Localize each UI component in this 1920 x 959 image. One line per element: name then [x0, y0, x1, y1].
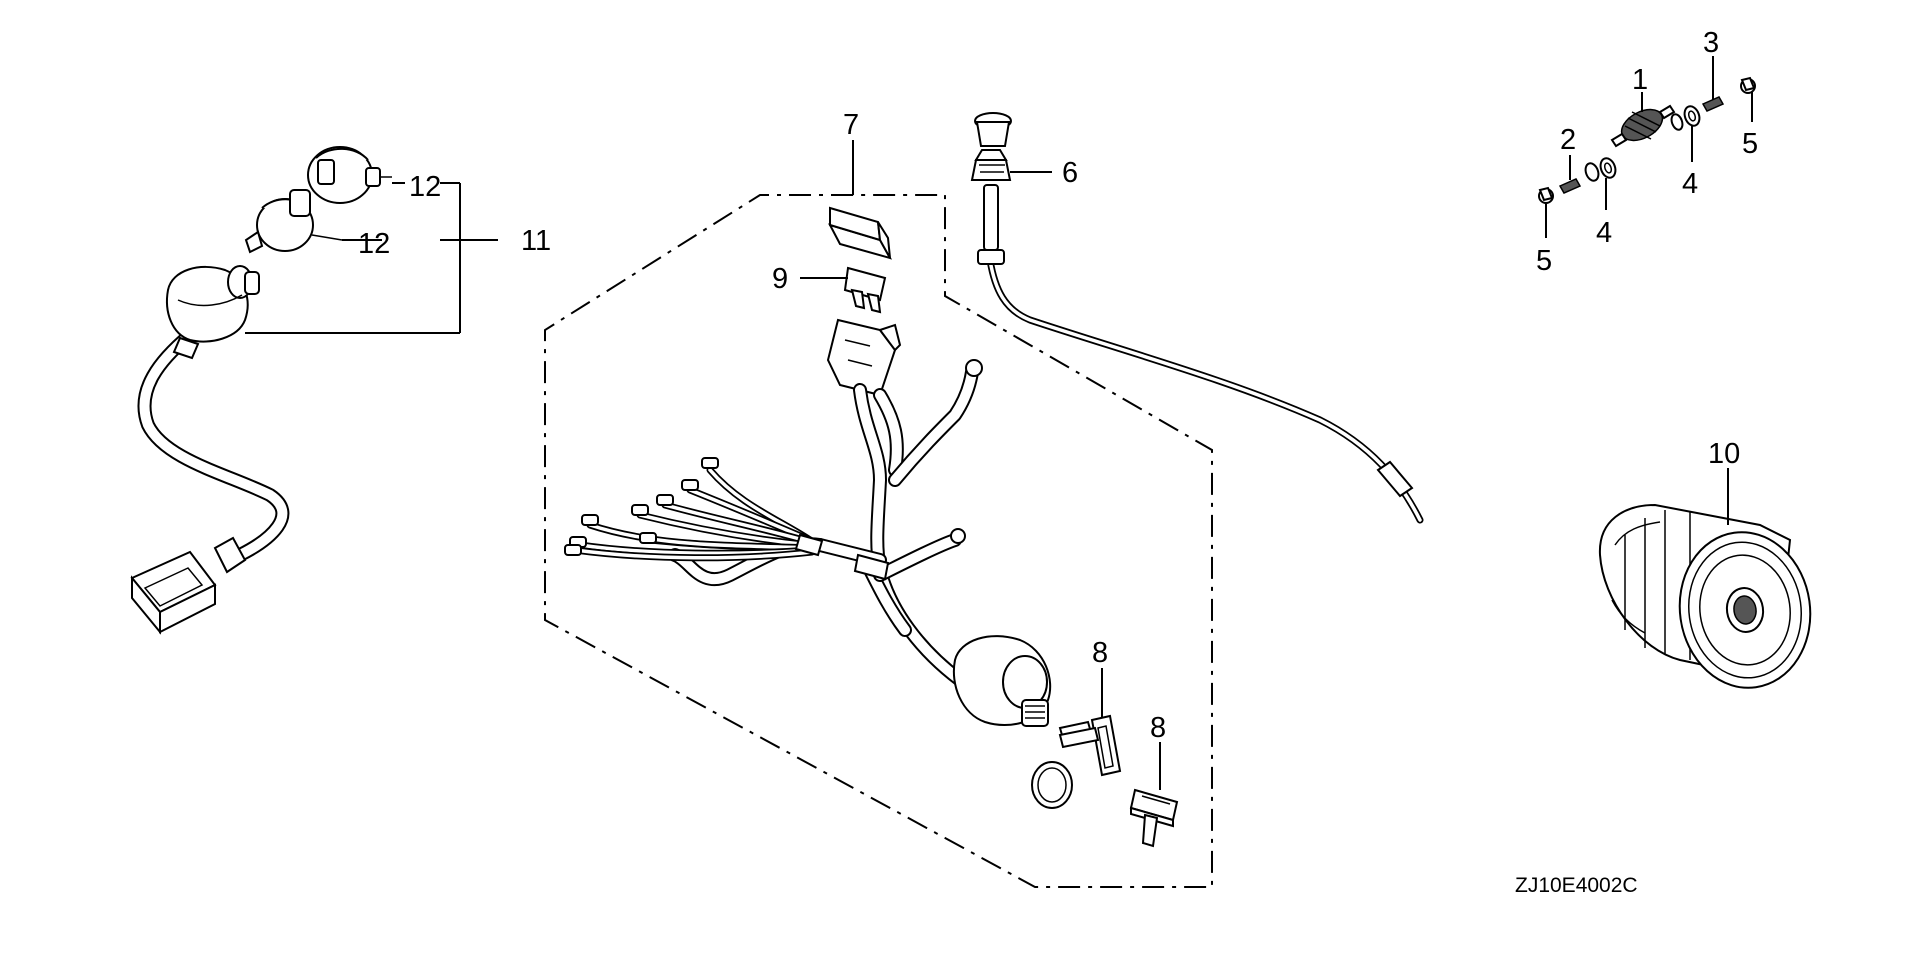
fuse-cover: [828, 206, 893, 260]
cable-6: [970, 112, 1424, 524]
fittings-right: [1670, 76, 1756, 131]
callout-6: 6: [1062, 157, 1078, 189]
callout-11: 11: [521, 225, 551, 257]
callout-8-lower: 8: [1150, 712, 1166, 744]
fuse-holder: [826, 318, 902, 397]
fittings-left: [1538, 157, 1617, 204]
callout-4-right: 4: [1682, 168, 1698, 200]
key-upper: [1058, 714, 1122, 777]
diagram-code: ZJ10E4002C: [1515, 874, 1638, 897]
callout-2: 2: [1560, 124, 1576, 156]
key-knob-upper: [307, 146, 392, 204]
callout-5-left: 5: [1536, 245, 1552, 277]
connector-plug: [130, 536, 247, 635]
harness-kit-outline: [544, 140, 1213, 888]
callout-3: 3: [1703, 27, 1719, 59]
callout-7: 7: [843, 109, 859, 141]
callout-12-lower: 12: [358, 228, 390, 260]
key-knob-lower: [244, 189, 343, 254]
callout-9: 9: [772, 263, 788, 295]
switch-assembly: [130, 146, 498, 635]
callout-1: 1: [1632, 64, 1648, 96]
callout-10: 10: [1708, 438, 1740, 470]
fuel-primer-bulb: [1610, 104, 1676, 148]
callout-8-upper: 8: [1092, 637, 1108, 669]
ignition-switch: [952, 635, 1094, 744]
callout-5-right: 5: [1742, 128, 1758, 160]
switch-body: [166, 265, 260, 360]
oil-filter: [1598, 503, 1812, 689]
fuse: [843, 266, 887, 314]
callout-4-left: 4: [1596, 217, 1612, 249]
callout-12-upper: 12: [409, 171, 441, 203]
key-lower: [1129, 788, 1179, 848]
harness-wires: [564, 359, 983, 687]
